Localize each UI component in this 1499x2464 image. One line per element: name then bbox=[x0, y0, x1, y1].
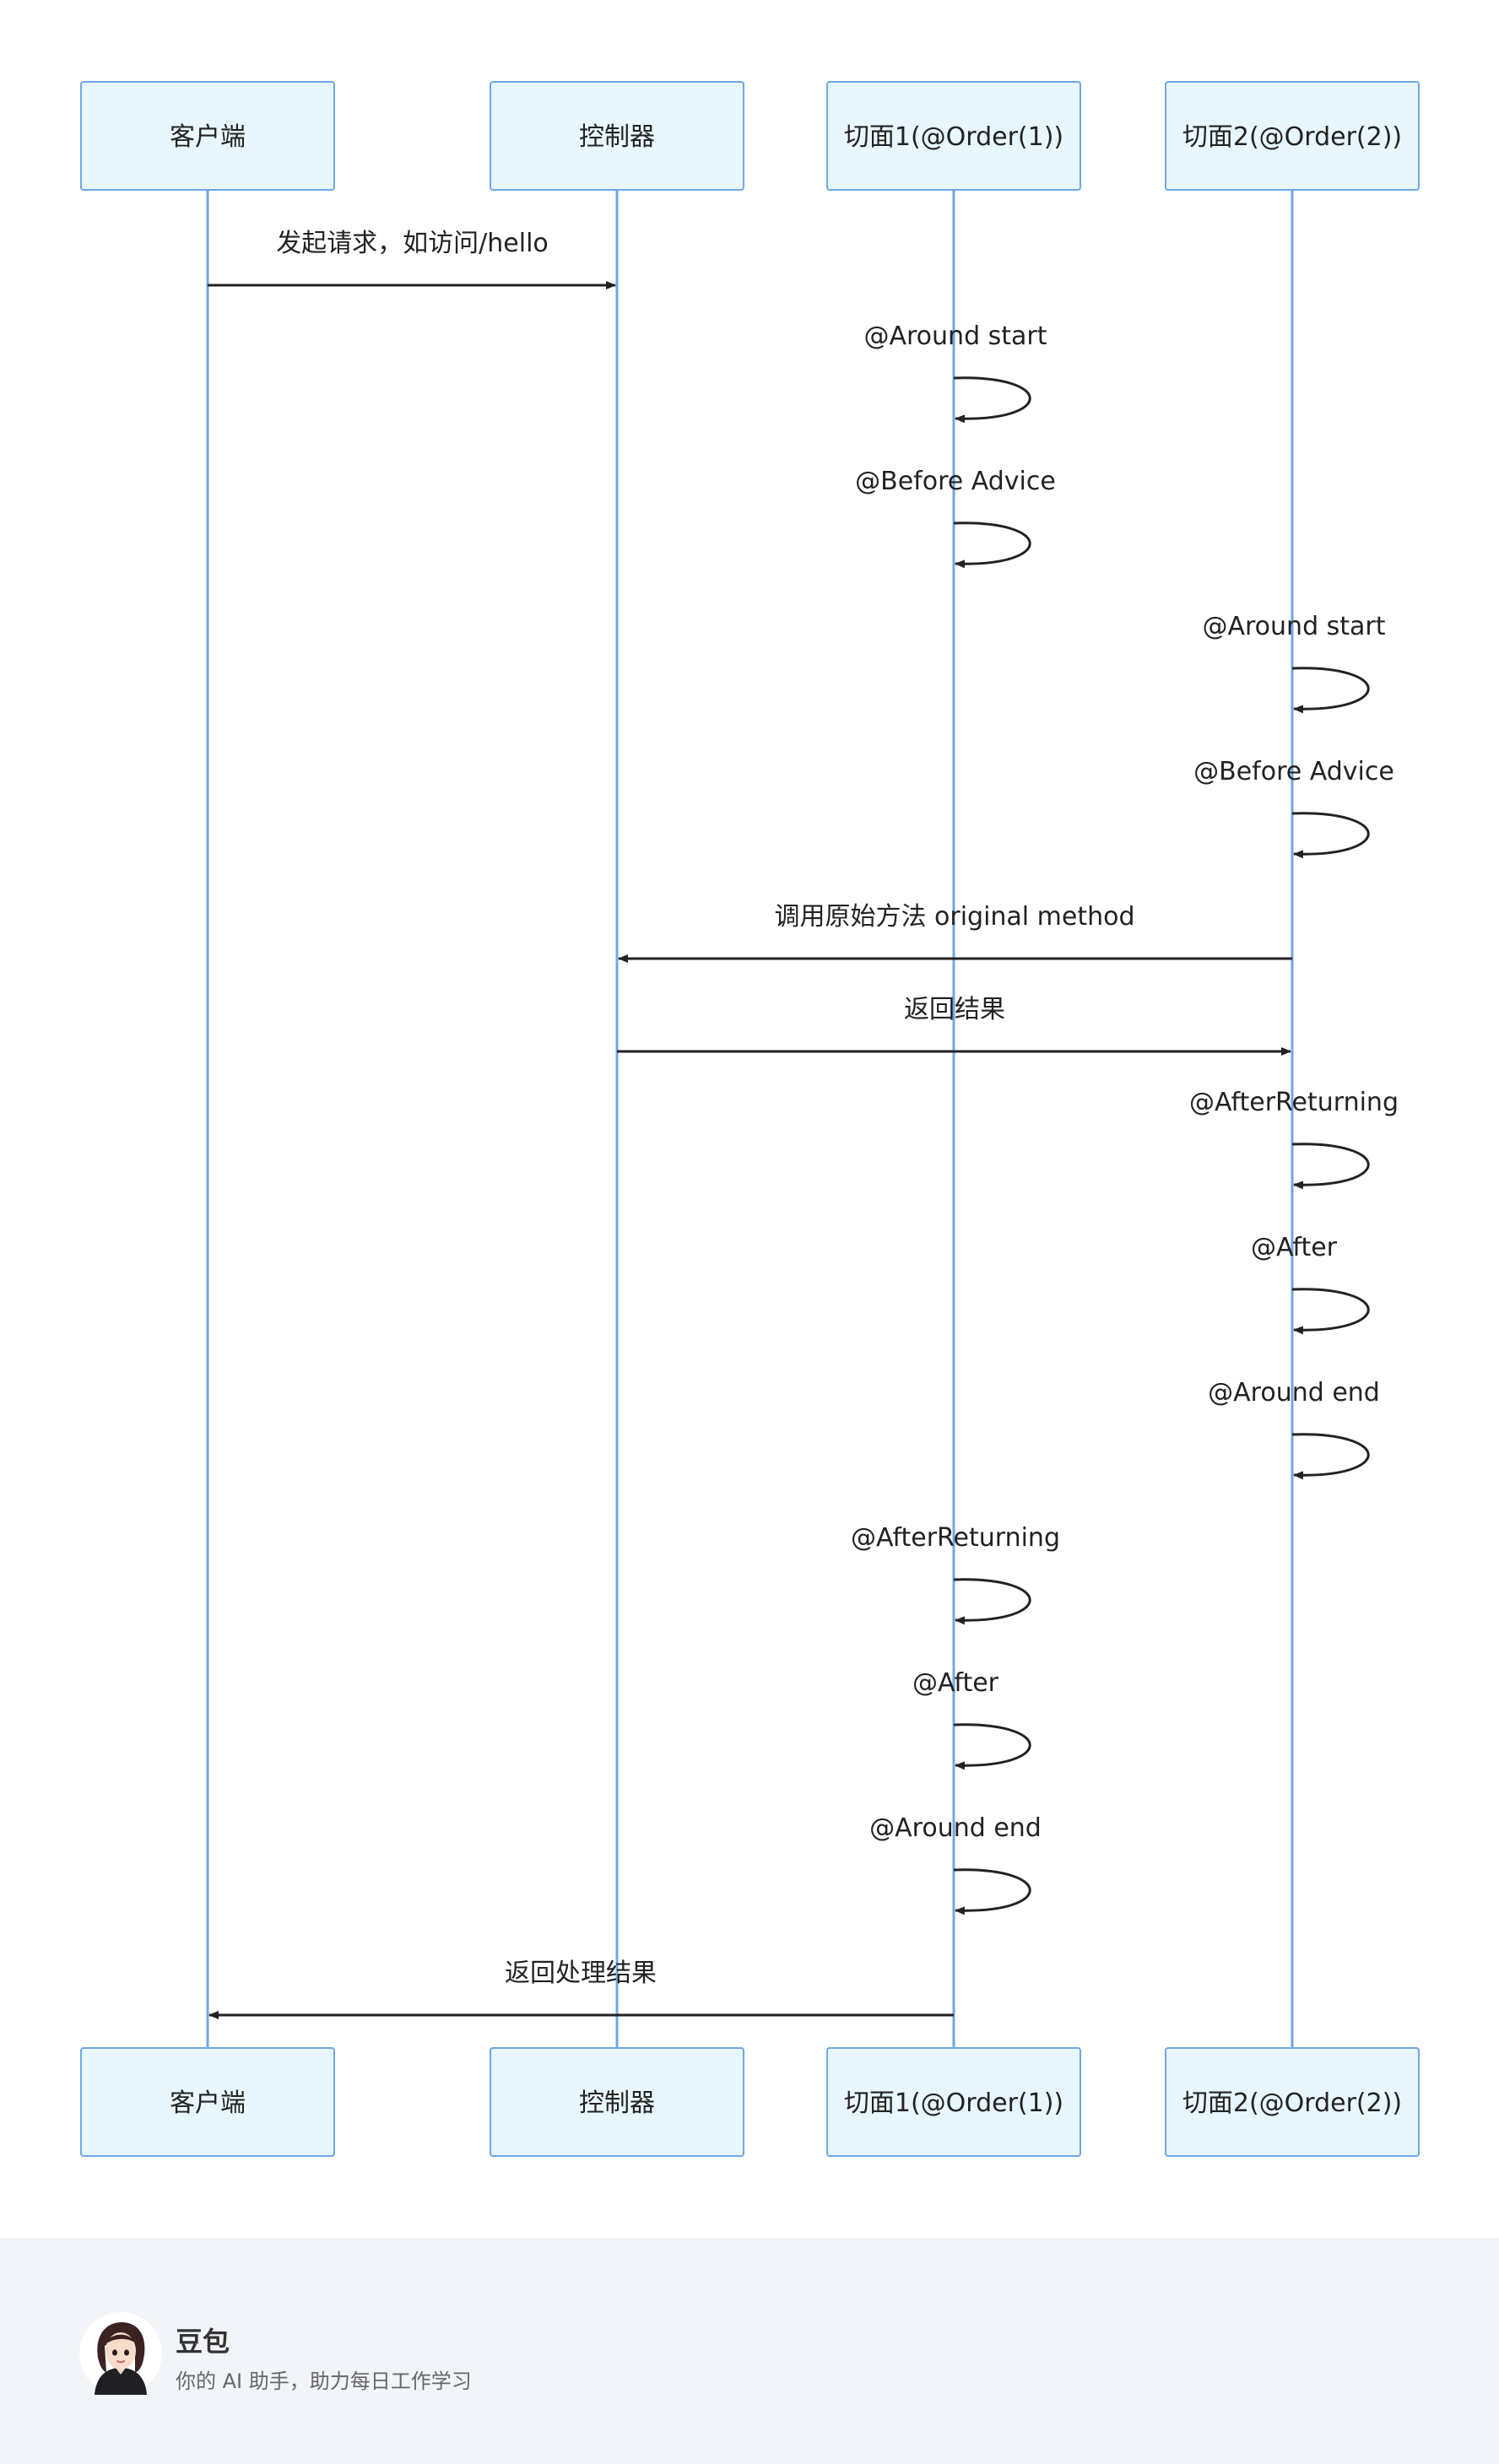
participant-label: 客户端 bbox=[170, 122, 246, 152]
message-label: @Before Advice bbox=[855, 467, 1056, 496]
participant-top-controller: 控制器 bbox=[490, 81, 744, 191]
message-label: 调用原始方法 original method bbox=[774, 902, 1134, 932]
participant-box bbox=[80, 81, 335, 191]
message-label: @AfterReturning bbox=[851, 1523, 1060, 1553]
participants-top: 客户端 控制器 切面1(@Order(1)) 切面2(@Order(2)) bbox=[80, 81, 1420, 191]
self-message: @Before Advice bbox=[1193, 757, 1394, 859]
message-label: @Around start bbox=[863, 322, 1047, 351]
participant-box bbox=[490, 2047, 744, 2157]
self-loop-arrow bbox=[953, 376, 1031, 424]
participants-bottom: 客户端 控制器 切面1(@Order(1)) 切面2(@Order(2)) bbox=[80, 2047, 1420, 2157]
participant-bottom-controller: 控制器 bbox=[490, 2047, 744, 2157]
message-label: @Before Advice bbox=[1193, 757, 1394, 786]
message-arrow: 返回处理结果 bbox=[208, 1959, 954, 2019]
self-loop-arrow bbox=[953, 1723, 1031, 1770]
participant-box bbox=[490, 81, 744, 191]
message-label: 返回结果 bbox=[904, 995, 1005, 1024]
message-label: @After bbox=[912, 1668, 999, 1698]
message-label: 发起请求，如访问/hello bbox=[276, 229, 549, 258]
self-message: @Around end bbox=[869, 1813, 1042, 1916]
message-label: 返回处理结果 bbox=[505, 1959, 657, 1988]
message-label: @AfterReturning bbox=[1189, 1088, 1399, 1117]
participant-label: 控制器 bbox=[579, 2088, 655, 2118]
participant-box bbox=[826, 81, 1081, 191]
self-message: @Around end bbox=[1208, 1378, 1380, 1480]
participant-label: 控制器 bbox=[579, 122, 655, 152]
participant-box bbox=[80, 2047, 335, 2157]
self-loop-arrow bbox=[1291, 1433, 1370, 1480]
participant-label: 切面1(@Order(1)) bbox=[844, 122, 1063, 152]
participant-top-client: 客户端 bbox=[80, 81, 335, 191]
footer: 豆包 你的 AI 助手，助力每日工作学习 bbox=[0, 2238, 1499, 2464]
self-message: @Around start bbox=[863, 322, 1047, 424]
participant-box bbox=[1165, 81, 1420, 191]
message-arrow: 返回结果 bbox=[617, 995, 1291, 1056]
participant-box bbox=[826, 2047, 1081, 2157]
self-loop-arrow bbox=[953, 1868, 1031, 1916]
self-message: @Around start bbox=[1202, 612, 1386, 714]
self-message: @AfterReturning bbox=[851, 1523, 1060, 1625]
self-loop-arrow bbox=[1291, 1288, 1370, 1335]
message-label: @Around start bbox=[1202, 612, 1385, 641]
participant-bottom-aspect2: 切面2(@Order(2)) bbox=[1165, 2047, 1420, 2157]
participant-top-aspect2: 切面2(@Order(2)) bbox=[1165, 81, 1420, 191]
message-arrow: 调用原始方法 original method bbox=[618, 902, 1292, 963]
self-message: @After bbox=[912, 1668, 1031, 1770]
participant-label: 切面2(@Order(2)) bbox=[1182, 122, 1402, 152]
participant-label: 切面1(@Order(1)) bbox=[844, 2088, 1063, 2118]
self-loop-arrow bbox=[1291, 1143, 1370, 1190]
self-message: @Before Advice bbox=[855, 467, 1056, 569]
participant-label: 客户端 bbox=[170, 2088, 246, 2118]
message-label: @Around end bbox=[869, 1813, 1042, 1843]
self-loop-arrow bbox=[1291, 667, 1370, 714]
participant-bottom-aspect1: 切面1(@Order(1)) bbox=[826, 2047, 1081, 2157]
self-loop-arrow bbox=[1291, 812, 1370, 859]
avatar-girl-icon bbox=[79, 2312, 162, 2395]
participant-bottom-client: 客户端 bbox=[80, 2047, 335, 2157]
participant-top-aspect1: 切面1(@Order(1)) bbox=[826, 81, 1081, 191]
self-message: @AfterReturning bbox=[1189, 1088, 1399, 1190]
message-label: @Around end bbox=[1208, 1378, 1380, 1408]
participant-label: 切面2(@Order(2)) bbox=[1182, 2088, 1402, 2118]
message-label: @After bbox=[1251, 1233, 1338, 1262]
participant-box bbox=[1165, 2047, 1420, 2157]
self-loop-arrow bbox=[953, 521, 1031, 569]
messages: 发起请求，如访问/hello @Around start @Before Advic… bbox=[208, 229, 1399, 2019]
sequence-diagram: 发起请求，如访问/hello @Around start @Before Advic… bbox=[80, 81, 1420, 2157]
self-loop-arrow bbox=[953, 1578, 1031, 1625]
brand-name: 豆包 bbox=[176, 2326, 230, 2358]
message-arrow: 发起请求，如访问/hello bbox=[208, 229, 616, 289]
brand-tagline: 你的 AI 助手，助力每日工作学习 bbox=[176, 2369, 472, 2393]
lifelines bbox=[206, 190, 1294, 2048]
self-message: @After bbox=[1251, 1233, 1370, 1335]
